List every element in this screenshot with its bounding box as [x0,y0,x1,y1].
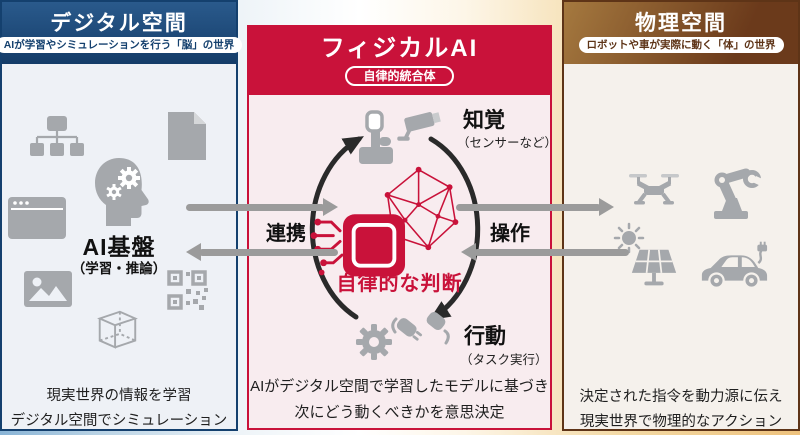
digital-space-header: デジタル空間 AIが学習やシミュレーションを行う「脳」の世界 [0,2,243,64]
ai-platform-label: AI基盤 [82,234,156,260]
drone-icon [629,174,679,205]
digital-caption-line2: デジタル空間でシミュレーション [10,413,228,429]
cycle-arc-left [309,136,364,320]
action-label: 行動 [464,325,506,348]
physical-ai-title: フィジカルAI [320,34,479,62]
perception-label: 知覚 [463,109,505,132]
gear-large [118,167,140,189]
ai-platform-sublabel: （学習・推論） [71,261,167,276]
cctv-camera-icon [397,112,441,141]
cube-icon [97,310,138,349]
perception-sublabel: （センサーなど） [457,136,558,150]
joystick-icon [359,110,393,164]
physical-ai-tagline: 自律的統合体 [345,65,454,86]
digital-space-title: デジタル空間 [50,11,188,35]
qr-code-icon [167,270,208,310]
gear-small [106,184,122,200]
plug-icon [391,311,450,345]
cooperation-label: 連携 [266,223,306,245]
digital-space-tagline: AIが学習やシミュレーションを行う「脳」の世界 [0,36,243,54]
gear-icon [356,324,392,360]
physical-ai-panel: フィジカルAI 自律的統合体 [247,25,557,430]
cycle-arc-right [428,136,481,321]
judgment-label: 自律的な判断 [336,273,463,295]
browser-icon [8,197,66,239]
ai-caption-line2: 次にどう動くべきかを意思決定 [294,404,505,421]
physical-space-caption: 決定された指令を動力源に伝え 現実世界で物理的なアクション [564,385,798,435]
ai-brain-head-icon [95,158,149,226]
arrow-ai-to-physical [456,198,614,216]
arrow-digital-to-ai [186,198,338,216]
physical-space-title: 物理空間 [635,11,727,35]
sitemap-icon [30,116,84,156]
digital-space-caption: 現実世界の情報を学習 デジタル空間でシミュレーション [2,384,236,434]
robot-arm-icon [714,168,764,219]
digital-space-panel: デジタル空間 AIが学習やシミュレーションを行う「脳」の世界 [0,0,243,434]
image-icon [24,271,72,307]
physical-space-header: 物理空間 ロボットや車が実際に動く「体」の世界 [564,2,798,64]
arrow-physical-to-ai [461,243,629,261]
physical-ai-content: 知覚 （センサーなど） [249,95,557,430]
ai-chip-network-icon [310,166,459,277]
physical-ai-header: フィジカルAI 自律的統合体 [249,27,550,95]
digital-caption-line1: 現実世界の情報を学習 [46,388,192,404]
ai-caption-line1: AIがデジタル空間で学習したモデルに基づき [250,378,549,395]
physical-ai-caption: AIがデジタル空間で学習したモデルに基づき 次にどう動くべきかを意思決定 [249,374,550,426]
cycle-arrows [309,136,481,321]
solar-panel-icon [631,249,677,286]
document-icon [168,112,206,160]
operation-label: 操作 [490,223,530,245]
physical-space-tagline: ロボットや車が実際に動く「体」の世界 [578,36,784,54]
arrow-ai-to-digital [186,243,338,261]
electric-car-icon [701,241,768,289]
sun-icon [613,222,645,254]
action-sublabel: （タスク実行） [460,353,548,367]
physical-caption-line2: 現実世界で物理的なアクション [579,414,783,430]
physical-caption-line1: 決定された指令を動力源に伝え [579,389,783,405]
